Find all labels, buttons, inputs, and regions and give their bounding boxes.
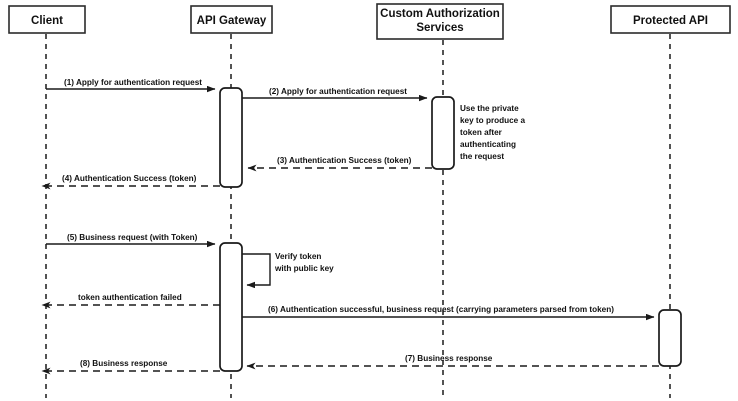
activation-api-gateway-auth bbox=[219, 87, 243, 188]
activation-api-gateway-business bbox=[219, 242, 243, 372]
actor-custom-auth[interactable]: Custom Authorization Services bbox=[376, 3, 504, 40]
note-private-key-line-4: authenticating bbox=[460, 140, 516, 149]
message-5-label: (5) Business request (with Token) bbox=[67, 233, 198, 242]
actor-label-custom-auth-line2: Services bbox=[416, 22, 463, 34]
message-4[interactable]: (4) Authentication Success (token) bbox=[41, 174, 220, 190]
message-1-label: (1) Apply for authentication request bbox=[64, 78, 202, 87]
actor-label-custom-auth-line1: Custom Authorization bbox=[380, 8, 500, 20]
message-7[interactable]: (7) Business response bbox=[246, 354, 659, 370]
activation-bars bbox=[219, 87, 682, 372]
message-self-label-line2: with public key bbox=[274, 264, 334, 273]
activation-protected-api bbox=[658, 309, 682, 367]
message-6[interactable]: (6) Authentication successful, business … bbox=[242, 305, 655, 321]
message-8-label: (8) Business response bbox=[80, 359, 168, 368]
note-private-key: Use the private key to produce a token a… bbox=[460, 104, 526, 161]
note-private-key-line-3: token after bbox=[460, 128, 503, 137]
note-private-key-line-2: key to produce a bbox=[460, 116, 526, 125]
actor-label-protected-api: Protected API bbox=[633, 15, 708, 27]
actor-label-api-gateway: API Gateway bbox=[197, 15, 267, 27]
message-8[interactable]: (8) Business response bbox=[41, 359, 220, 375]
note-private-key-line-1: Use the private bbox=[460, 104, 519, 113]
actor-api-gateway[interactable]: API Gateway bbox=[190, 5, 273, 34]
actor-label-client: Client bbox=[31, 15, 63, 27]
message-self-label-line1: Verify token bbox=[275, 252, 321, 261]
message-3[interactable]: (3) Authentication Success (token) bbox=[247, 156, 432, 172]
message-4-label: (4) Authentication Success (token) bbox=[62, 174, 197, 183]
message-token-auth-failed-label: token authentication failed bbox=[78, 293, 182, 302]
message-2[interactable]: (2) Apply for authentication request bbox=[242, 87, 428, 102]
message-2-label: (2) Apply for authentication request bbox=[269, 87, 407, 96]
message-self-verify-token[interactable]: Verify token with public key bbox=[242, 252, 334, 289]
note-private-key-line-5: the request bbox=[460, 152, 504, 161]
activation-custom-auth bbox=[431, 96, 455, 170]
message-5[interactable]: (5) Business request (with Token) bbox=[46, 233, 216, 248]
actor-protected-api[interactable]: Protected API bbox=[610, 5, 731, 34]
message-6-label: (6) Authentication successful, business … bbox=[268, 305, 614, 314]
message-7-label: (7) Business response bbox=[405, 354, 493, 363]
actor-client[interactable]: Client bbox=[8, 5, 86, 34]
message-token-auth-failed[interactable]: token authentication failed bbox=[41, 293, 220, 309]
message-1[interactable]: (1) Apply for authentication request bbox=[46, 78, 216, 93]
message-3-label: (3) Authentication Success (token) bbox=[277, 156, 412, 165]
